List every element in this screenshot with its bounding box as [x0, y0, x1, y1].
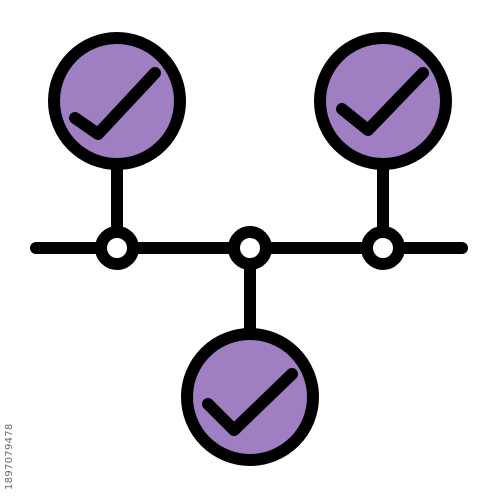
check-circle-bottom [181, 328, 319, 466]
timeline-node-right [361, 226, 405, 270]
check-icon-bottom [202, 368, 298, 436]
stock-image-id: 1897079478 [4, 423, 15, 490]
milestone-check-top-right [314, 32, 452, 170]
timeline-node-center [228, 226, 272, 270]
milestone-check-top-left [48, 32, 186, 170]
milestone-check-bottom [181, 328, 319, 466]
check-icon-top-left [69, 67, 161, 140]
check-icon-top-right [336, 67, 429, 136]
timeline-node-left [95, 226, 139, 270]
check-circle-top-right [314, 32, 452, 170]
check-circle-top-left [48, 32, 186, 170]
